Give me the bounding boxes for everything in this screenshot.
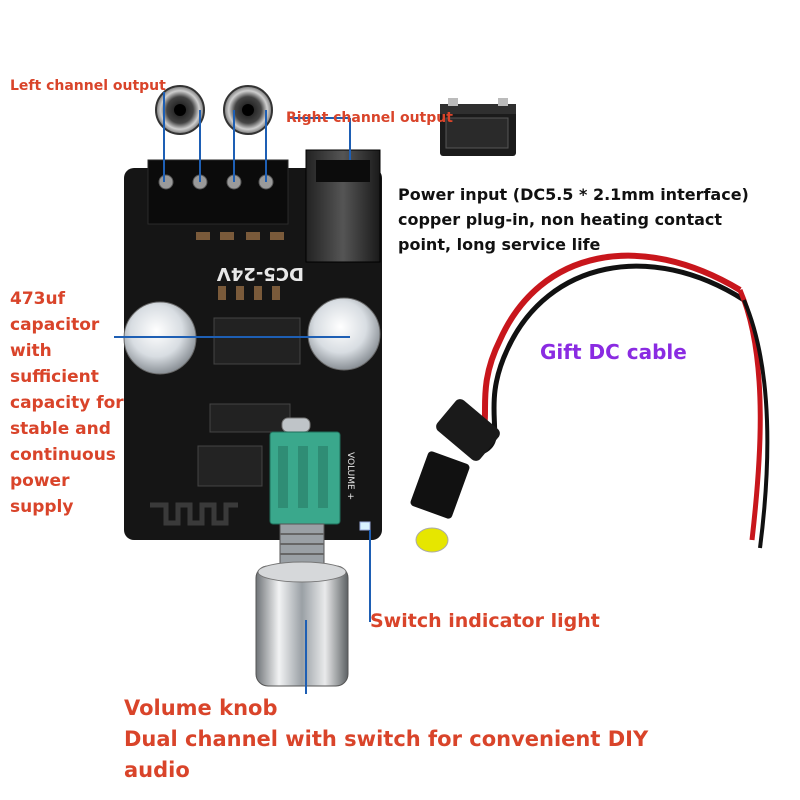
switch-light-label: Switch indicator light	[370, 610, 600, 632]
capacitor-label-line: sufficient	[10, 367, 99, 387]
gift-dc-cable	[410, 252, 770, 553]
capacitor-label: 473uf capacitor with sufficient capacity…	[10, 286, 124, 520]
right-channel-label: Right channel output	[286, 110, 453, 126]
left-channel-label: Left channel output	[10, 78, 166, 94]
capacitor-label-line: capacitor	[10, 315, 100, 335]
pointer-lines	[114, 92, 371, 694]
capacitor-label-line: stable and	[10, 419, 111, 439]
capacitor-label-line: power	[10, 471, 70, 491]
capacitor-label-line: 473uf	[10, 289, 65, 309]
capacitor-label-line: continuous	[10, 445, 116, 465]
silkscreen-voltage: DC5-24V	[217, 263, 304, 284]
battery-image	[440, 98, 516, 156]
power-input-label-1: Power input (DC5.5 * 2.1mm interface)	[398, 185, 749, 204]
silkscreen-volume: VOLUME +	[345, 452, 355, 500]
amplifier-board	[123, 149, 382, 540]
left-speaker-1	[155, 85, 205, 135]
left-speaker-2	[223, 85, 273, 135]
volume-label-1: Volume knob	[124, 696, 278, 720]
gift-cable-label: Gift DC cable	[540, 340, 687, 364]
capacitor-label-line: supply	[10, 497, 74, 517]
capacitor-label-line: capacity for	[10, 393, 124, 413]
power-input-label-3: point, long service life	[398, 235, 601, 254]
volume-label-3: audio	[124, 758, 190, 782]
volume-knob	[255, 523, 349, 687]
power-input-label-2: copper plug-in, non heating contact	[398, 210, 723, 229]
volume-label-2: Dual channel with switch for convenient …	[124, 727, 649, 751]
capacitor-label-line: with	[10, 341, 52, 361]
